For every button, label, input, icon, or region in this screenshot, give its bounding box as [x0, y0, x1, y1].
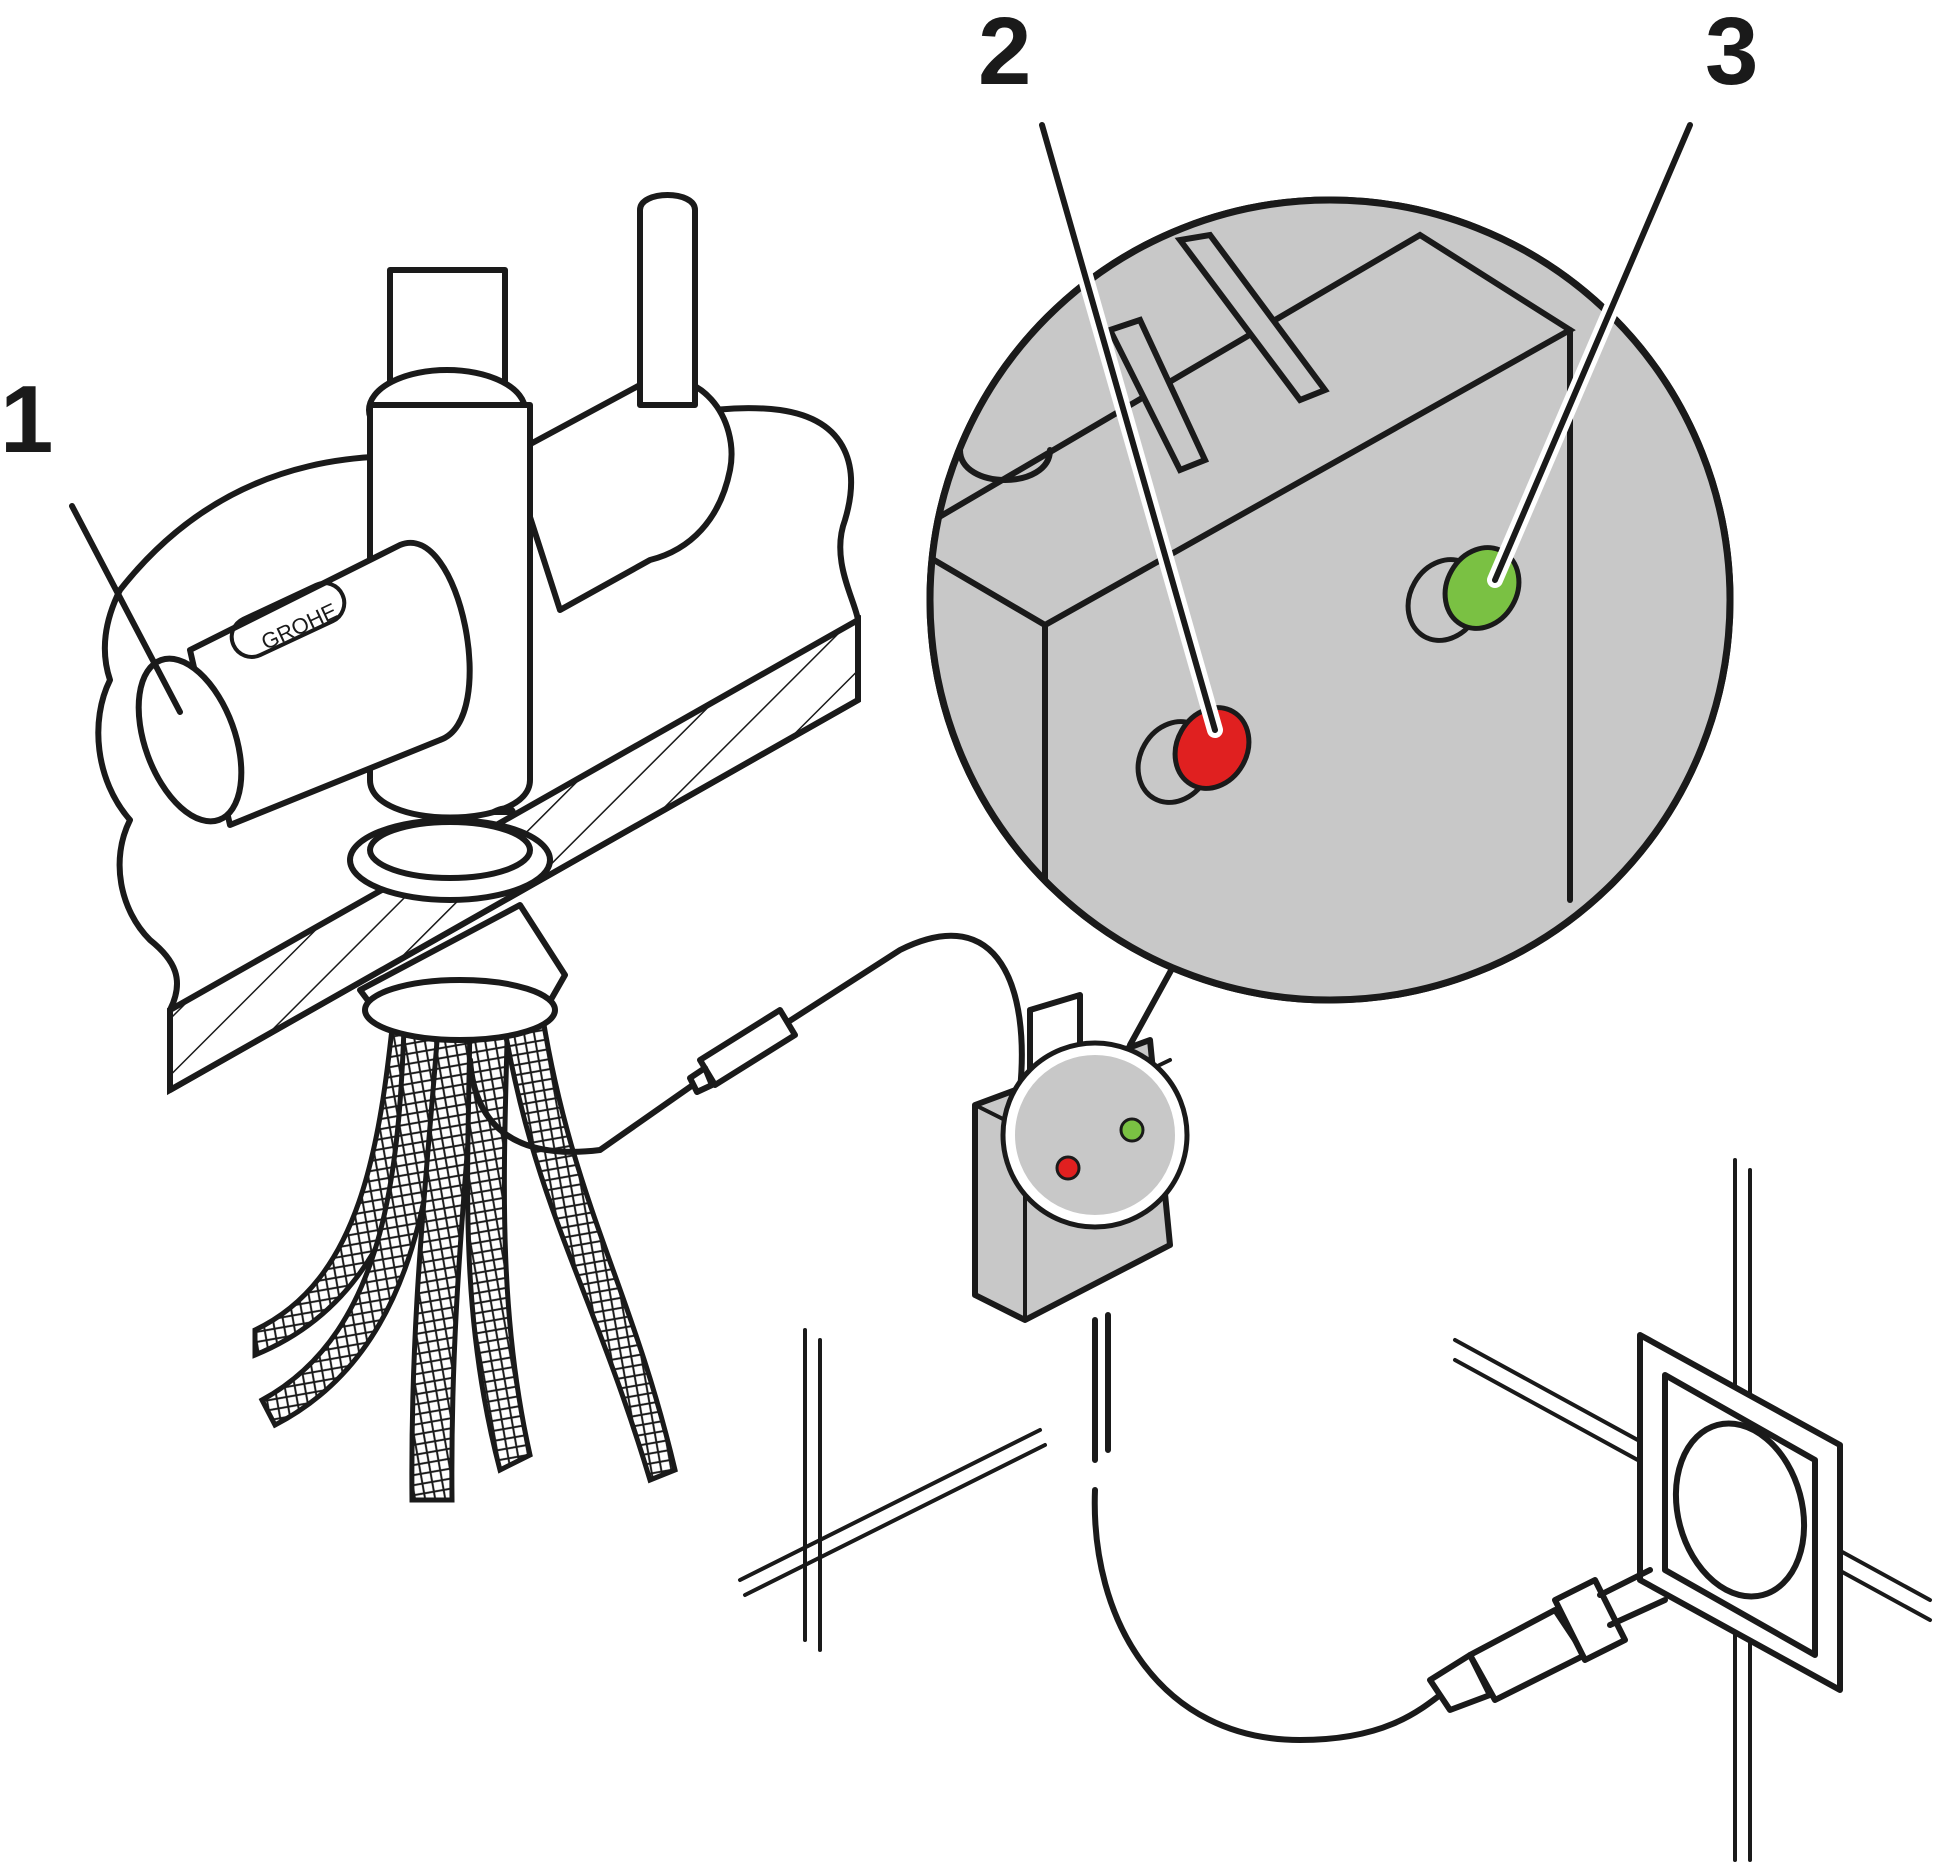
mounting-nut	[357, 902, 568, 1043]
callout-1-leader	[69, 503, 183, 715]
callout-2-label: 2	[978, 0, 1032, 105]
wall-socket-icon	[1637, 1332, 1843, 1693]
callout-1-label: 1	[0, 366, 54, 473]
small-red-led	[1055, 1155, 1081, 1181]
power-plug-icon	[1427, 1567, 1668, 1713]
red-led-indicator	[1172, 705, 1252, 791]
zoom-detail	[926, 196, 1734, 1004]
power-cable	[1091, 1487, 1463, 1743]
callout-2-leader	[1039, 122, 1218, 733]
callout-3-label: 3	[1705, 0, 1759, 105]
callout-3-leader	[1492, 122, 1693, 583]
callout-leaders	[69, 117, 1698, 738]
control-box-icon	[972, 992, 1190, 1463]
small-green-led	[1119, 1117, 1145, 1143]
faucet-illustration: GROHE	[135, 192, 735, 903]
supply-hoses	[252, 997, 678, 1503]
sensor-cable	[467, 932, 1025, 1155]
